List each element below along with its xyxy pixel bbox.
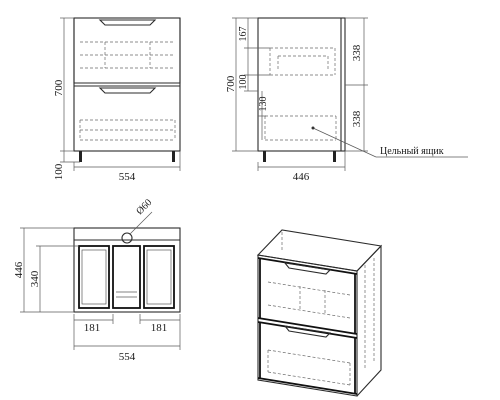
side-130-label: 130 bbox=[258, 97, 269, 112]
front-cabinet-body bbox=[73, 17, 181, 152]
front-width-label: 554 bbox=[119, 171, 136, 183]
side-167-label: 167 bbox=[238, 27, 249, 42]
iso-side-face bbox=[356, 244, 382, 397]
top-depth-label: 446 bbox=[13, 261, 25, 278]
top-left-181-label: 181 bbox=[84, 322, 101, 334]
iso-bottom-handle bbox=[283, 325, 332, 338]
side-cabinet-body bbox=[257, 17, 346, 152]
solid-drawer-callout: Цельный ящик bbox=[380, 146, 444, 157]
front-top-handle-notch bbox=[98, 19, 157, 26]
top-left-compartment bbox=[78, 245, 110, 309]
side-height-label: 700 bbox=[225, 75, 237, 92]
top-center-compartment bbox=[112, 245, 141, 309]
side-lower-338-label: 338 bbox=[351, 110, 363, 127]
front-legs-label: 100 bbox=[53, 163, 65, 180]
front-height-label: 700 bbox=[53, 79, 65, 96]
top-view: 446 340 Ø60 181 181 554 bbox=[13, 197, 181, 363]
drain-hole bbox=[121, 232, 133, 244]
top-right-compartment bbox=[143, 245, 175, 309]
hole-diameter-label: Ø60 bbox=[134, 197, 154, 217]
iso-top-handle bbox=[283, 262, 332, 275]
isometric-view bbox=[256, 229, 383, 397]
side-leg-front bbox=[263, 151, 266, 162]
top-inner-label: 340 bbox=[29, 270, 41, 287]
side-upper-338-label: 338 bbox=[351, 44, 363, 61]
top-width-label: 554 bbox=[119, 351, 136, 363]
front-bottom-handle-notch bbox=[98, 87, 157, 94]
side-leg-back bbox=[333, 151, 336, 162]
front-leg-left bbox=[79, 151, 82, 162]
front-view: 700 100 554 bbox=[53, 17, 181, 183]
top-right-181-label: 181 bbox=[151, 322, 168, 334]
top-cabinet-outline bbox=[73, 227, 181, 313]
side-100-label: 100 bbox=[238, 75, 249, 90]
side-view: 700 167 100 130 338 338 446 Цельный ящик bbox=[225, 17, 468, 183]
front-top-drawer bbox=[73, 18, 181, 84]
front-leg-right bbox=[172, 151, 175, 162]
side-depth-label: 446 bbox=[293, 171, 310, 183]
